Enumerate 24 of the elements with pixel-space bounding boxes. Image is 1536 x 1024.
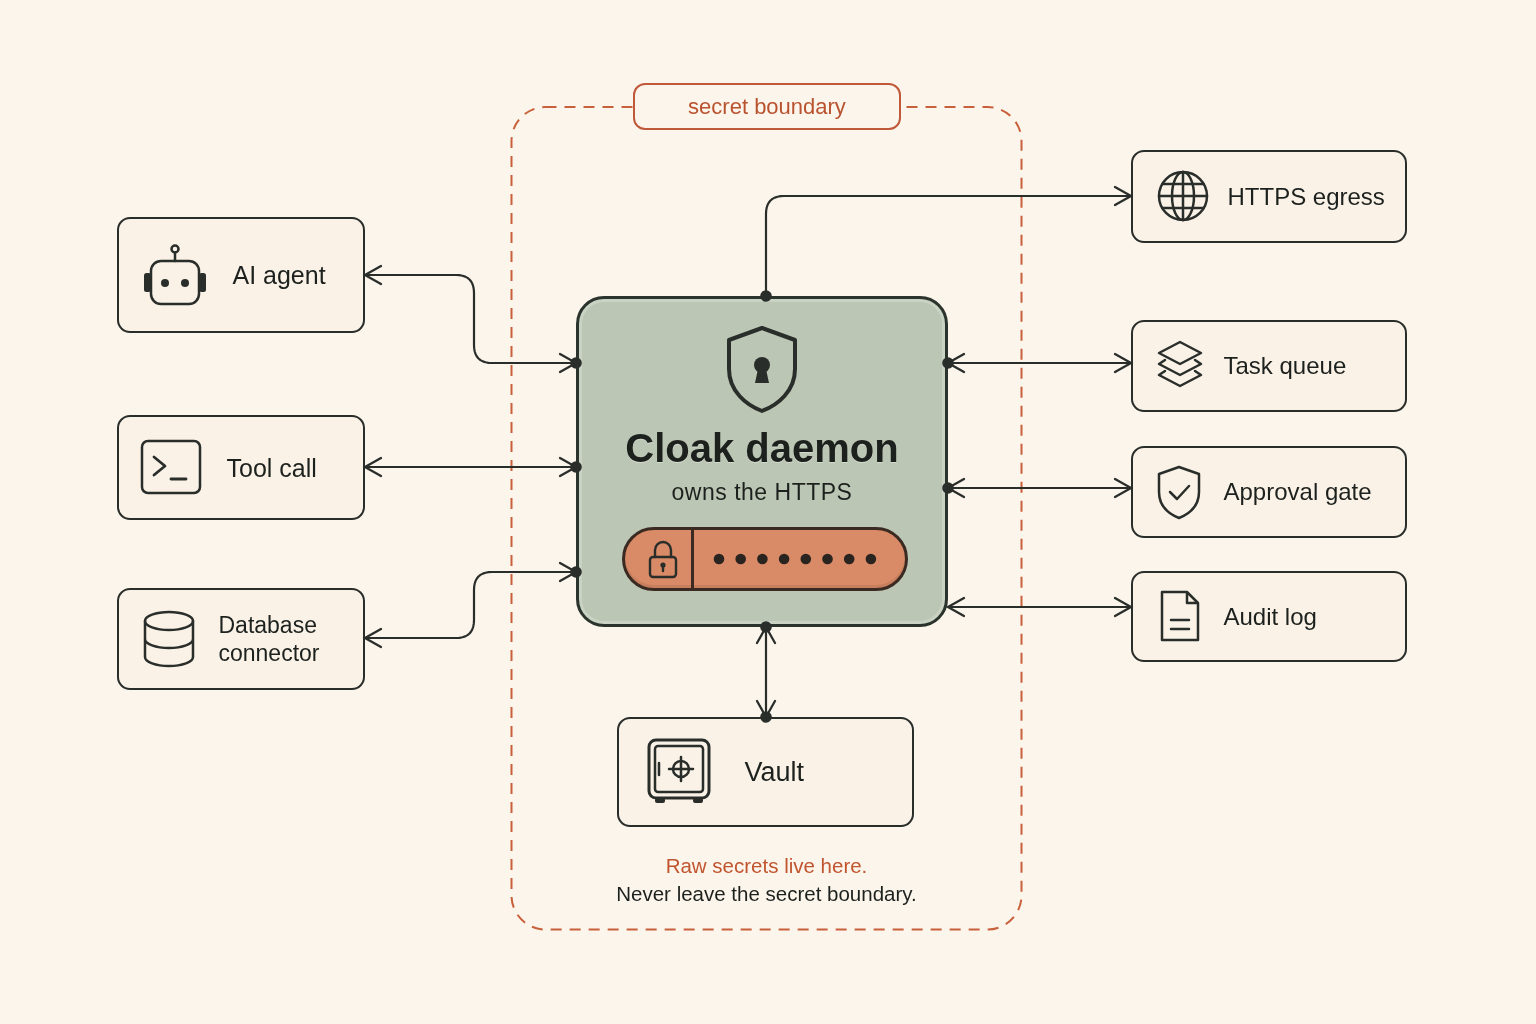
node-label: Database connector <box>218 610 321 668</box>
node-label: HTTPS egress <box>1227 181 1385 212</box>
node-label: Approval gate <box>1223 477 1372 507</box>
dashed-boundary-region <box>510 83 1023 931</box>
component-box <box>1131 320 1407 412</box>
component-box <box>117 588 365 690</box>
component-box <box>1131 446 1407 538</box>
daemon-title: Cloak daemon <box>625 425 899 472</box>
component-box <box>117 415 365 520</box>
boundary-note: Never leave the secret boundary. <box>616 881 917 907</box>
boundary-label: secret boundary <box>633 83 901 130</box>
component-box <box>617 717 914 827</box>
daemon-panel <box>576 296 948 627</box>
node-label: AI agent <box>232 259 326 291</box>
node-label: Audit log <box>1223 601 1317 632</box>
daemon-subtitle: owns the HTTPS <box>671 478 853 507</box>
node-label: Vault <box>744 755 805 789</box>
component-box <box>1131 571 1407 662</box>
bidirectional-arrow <box>946 596 1133 618</box>
component-box <box>117 217 365 333</box>
node-label: Tool call <box>226 452 317 483</box>
boundary-note: Raw secrets live here. <box>665 853 868 879</box>
node-label: Task queue <box>1223 351 1347 381</box>
component-box <box>1131 150 1407 243</box>
